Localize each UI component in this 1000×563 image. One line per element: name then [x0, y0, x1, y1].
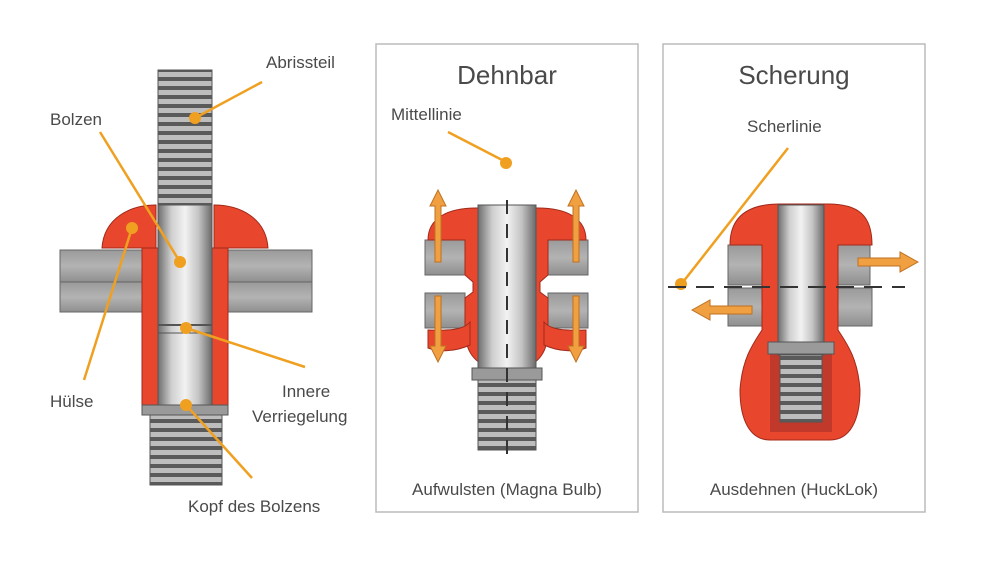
label-abrissteil: Abrissteil [266, 53, 335, 72]
bolt-shank [157, 204, 213, 411]
sleeve-head-right [213, 204, 269, 249]
caption-ausdehnen: Ausdehnen (HuckLok) [710, 480, 878, 499]
label-scherlinie: Scherlinie [747, 117, 822, 136]
label-kopf: Kopf des Bolzens [188, 497, 320, 516]
plate-right-bottom [219, 281, 313, 313]
caption-aufwulsten: Aufwulsten (Magna Bulb) [412, 480, 602, 499]
plate-left-top [59, 249, 153, 283]
sleeve-body-left [141, 247, 159, 411]
pintail-thread [157, 69, 213, 211]
shear-arrows [690, 251, 920, 321]
mittellinie-dot [500, 157, 512, 169]
label-huelse: Hülse [50, 392, 93, 411]
panel-right-scherung: Scherung Scherlinie Ausdehnen (HuckLok) [662, 43, 926, 513]
plate-right-top [219, 249, 313, 283]
callout-bolzen: Bolzen [50, 110, 186, 268]
label-innere-line1: Innere [282, 382, 330, 401]
bolt-tail-thread [149, 414, 223, 486]
expansion-arrows [429, 188, 585, 364]
title-scherung: Scherung [738, 60, 849, 90]
callout-huelse: Hülse [50, 222, 138, 411]
callout-abrissteil: Abrissteil [189, 53, 335, 124]
sleeve-body-right [211, 247, 229, 411]
title-dehnbar: Dehnbar [457, 60, 557, 90]
callout-kopf: Kopf des Bolzens [180, 399, 320, 516]
callout-innere-verriegelung: Innere Verriegelung [180, 322, 347, 426]
label-bolzen: Bolzen [50, 110, 102, 129]
label-mittellinie: Mittellinie [391, 105, 462, 124]
scherlinie-dot [675, 278, 687, 290]
panel-left-rivet: Abrissteil Bolzen Hülse Innere Verriegel… [50, 53, 347, 516]
label-innere-line2: Verriegelung [252, 407, 347, 426]
panel-middle-dehnbar: Dehnbar Mittellinie Aufwulsten (Magna Bu… [375, 43, 639, 513]
